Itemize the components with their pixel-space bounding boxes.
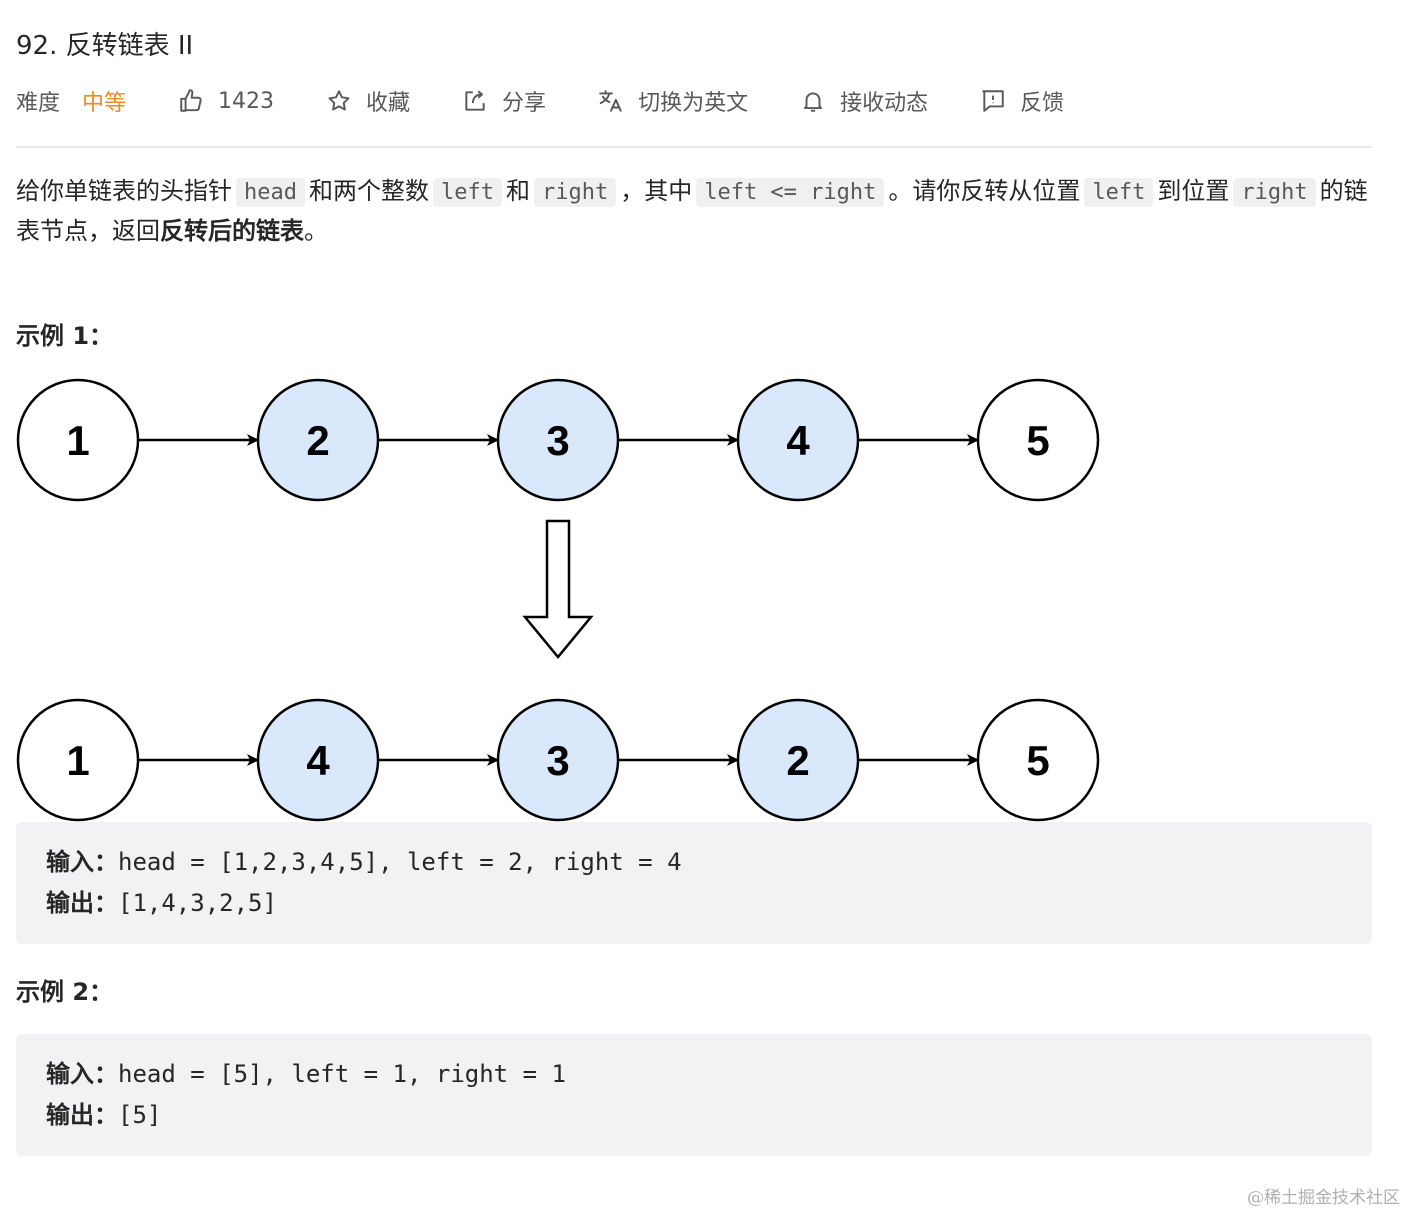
subscribe-button[interactable]: 接收动态 [800,85,928,117]
switch-language-button[interactable]: 切换为英文 [598,85,748,117]
switch-language-label: 切换为英文 [638,91,749,116]
before-node-label: 5 [1026,417,1049,464]
before-node-label: 1 [66,417,89,464]
bell-icon [803,92,823,112]
inline-code: left [432,178,502,207]
difficulty: 难度 中等 [16,85,126,117]
input-value: head = [1,2,3,4,5], left = 2, right = 4 [118,848,682,876]
translate-icon [599,90,622,112]
output-label: 输出： [46,889,118,917]
after-list: 1 4 3 2 5 [16,698,1100,822]
example1-input-line: 输入：head = [1,2,3,4,5], left = 2, right =… [46,842,1342,883]
thumbs-up-icon [180,89,202,112]
inline-code: head [236,178,305,207]
after-node-circle [736,698,860,822]
desc-text: 。请你反转从位置 [888,177,1081,205]
after-node-label: 5 [1026,737,1049,784]
desc-text: 。 [304,217,328,245]
subscribe-label: 接收动态 [840,91,929,116]
output-value: [5] [118,1101,162,1129]
desc-text: 和 [505,177,530,205]
before-list: 1 2 3 4 5 [16,378,1100,502]
after-node-circle [256,698,380,822]
output-label: 输出： [46,1101,118,1129]
favorite-button[interactable]: 收藏 [326,85,410,117]
like-count: 1423 [218,88,275,114]
linked-list-diagram: 1 2 3 4 5 1 4 3 2 5 [16,378,1100,822]
problem-title: 92. 反转链表 II [16,31,194,61]
watermark: @稀土掘金技术社区 [1247,1188,1400,1208]
inline-code: left [1084,178,1154,207]
desc-text: 和两个整数 [308,177,429,205]
share-label: 分享 [502,91,547,116]
before-node-label: 2 [306,417,329,464]
after-node-label: 4 [306,737,330,784]
share-icon [465,90,485,111]
transform-down-arrow [522,519,594,659]
difficulty-value: 中等 [82,91,127,116]
before-node-circle [496,378,620,502]
star-icon [328,90,350,111]
divider [16,146,1372,148]
like-button[interactable]: 1423 [178,88,274,114]
example1-title: 示例 1： [16,322,114,350]
desc-text: 到位置 [1157,177,1230,205]
desc-text: ，其中 [620,177,693,205]
after-node-circle [496,698,620,822]
before-node-circle [256,378,380,502]
feedback-button[interactable]: 反馈 [980,85,1064,117]
before-node-circle [976,378,1100,502]
before-node-circle [16,378,140,502]
input-label: 输入： [46,848,118,876]
output-value: [1,4,3,2,5] [118,889,277,917]
before-node-label: 3 [546,417,569,464]
example2-title: 示例 2： [16,978,114,1006]
after-node-circle [16,698,140,822]
before-node-circle [736,378,860,502]
difficulty-label: 难度 [16,91,61,116]
problem-toolbar: 难度 中等 1423 收藏 分享 切换为英文 接收动态 反馈 [16,82,1116,120]
inline-code: right [1233,178,1316,207]
desc-text: 给你单链表的头指针 [16,177,232,205]
desc-text: 的链表节点，返回 [16,177,1368,245]
after-node-label: 1 [66,737,89,784]
example2-code: 输入：head = [5], left = 1, right = 1 输出：[5… [16,1034,1372,1156]
feedback-label: 反馈 [1020,91,1065,116]
desc-bold: 反转后的链表 [160,217,304,245]
example2-input-line: 输入：head = [5], left = 1, right = 1 [46,1054,1342,1095]
inline-code: left <= right [696,178,885,207]
inline-code: right [533,178,617,207]
example2-output-line: 输出：[5] [46,1095,1342,1136]
after-node-label: 3 [546,737,569,784]
share-button[interactable]: 分享 [462,85,546,117]
input-label: 输入： [46,1060,118,1088]
example1-code: 输入：head = [1,2,3,4,5], left = 2, right =… [16,822,1372,944]
favorite-label: 收藏 [366,91,411,116]
input-value: head = [5], left = 1, right = 1 [118,1060,566,1088]
feedback-icon [982,90,1004,112]
after-node-circle [976,698,1100,822]
example1-output-line: 输出：[1,4,3,2,5] [46,883,1342,924]
after-node-label: 2 [786,737,809,784]
before-node-label: 4 [786,417,810,464]
